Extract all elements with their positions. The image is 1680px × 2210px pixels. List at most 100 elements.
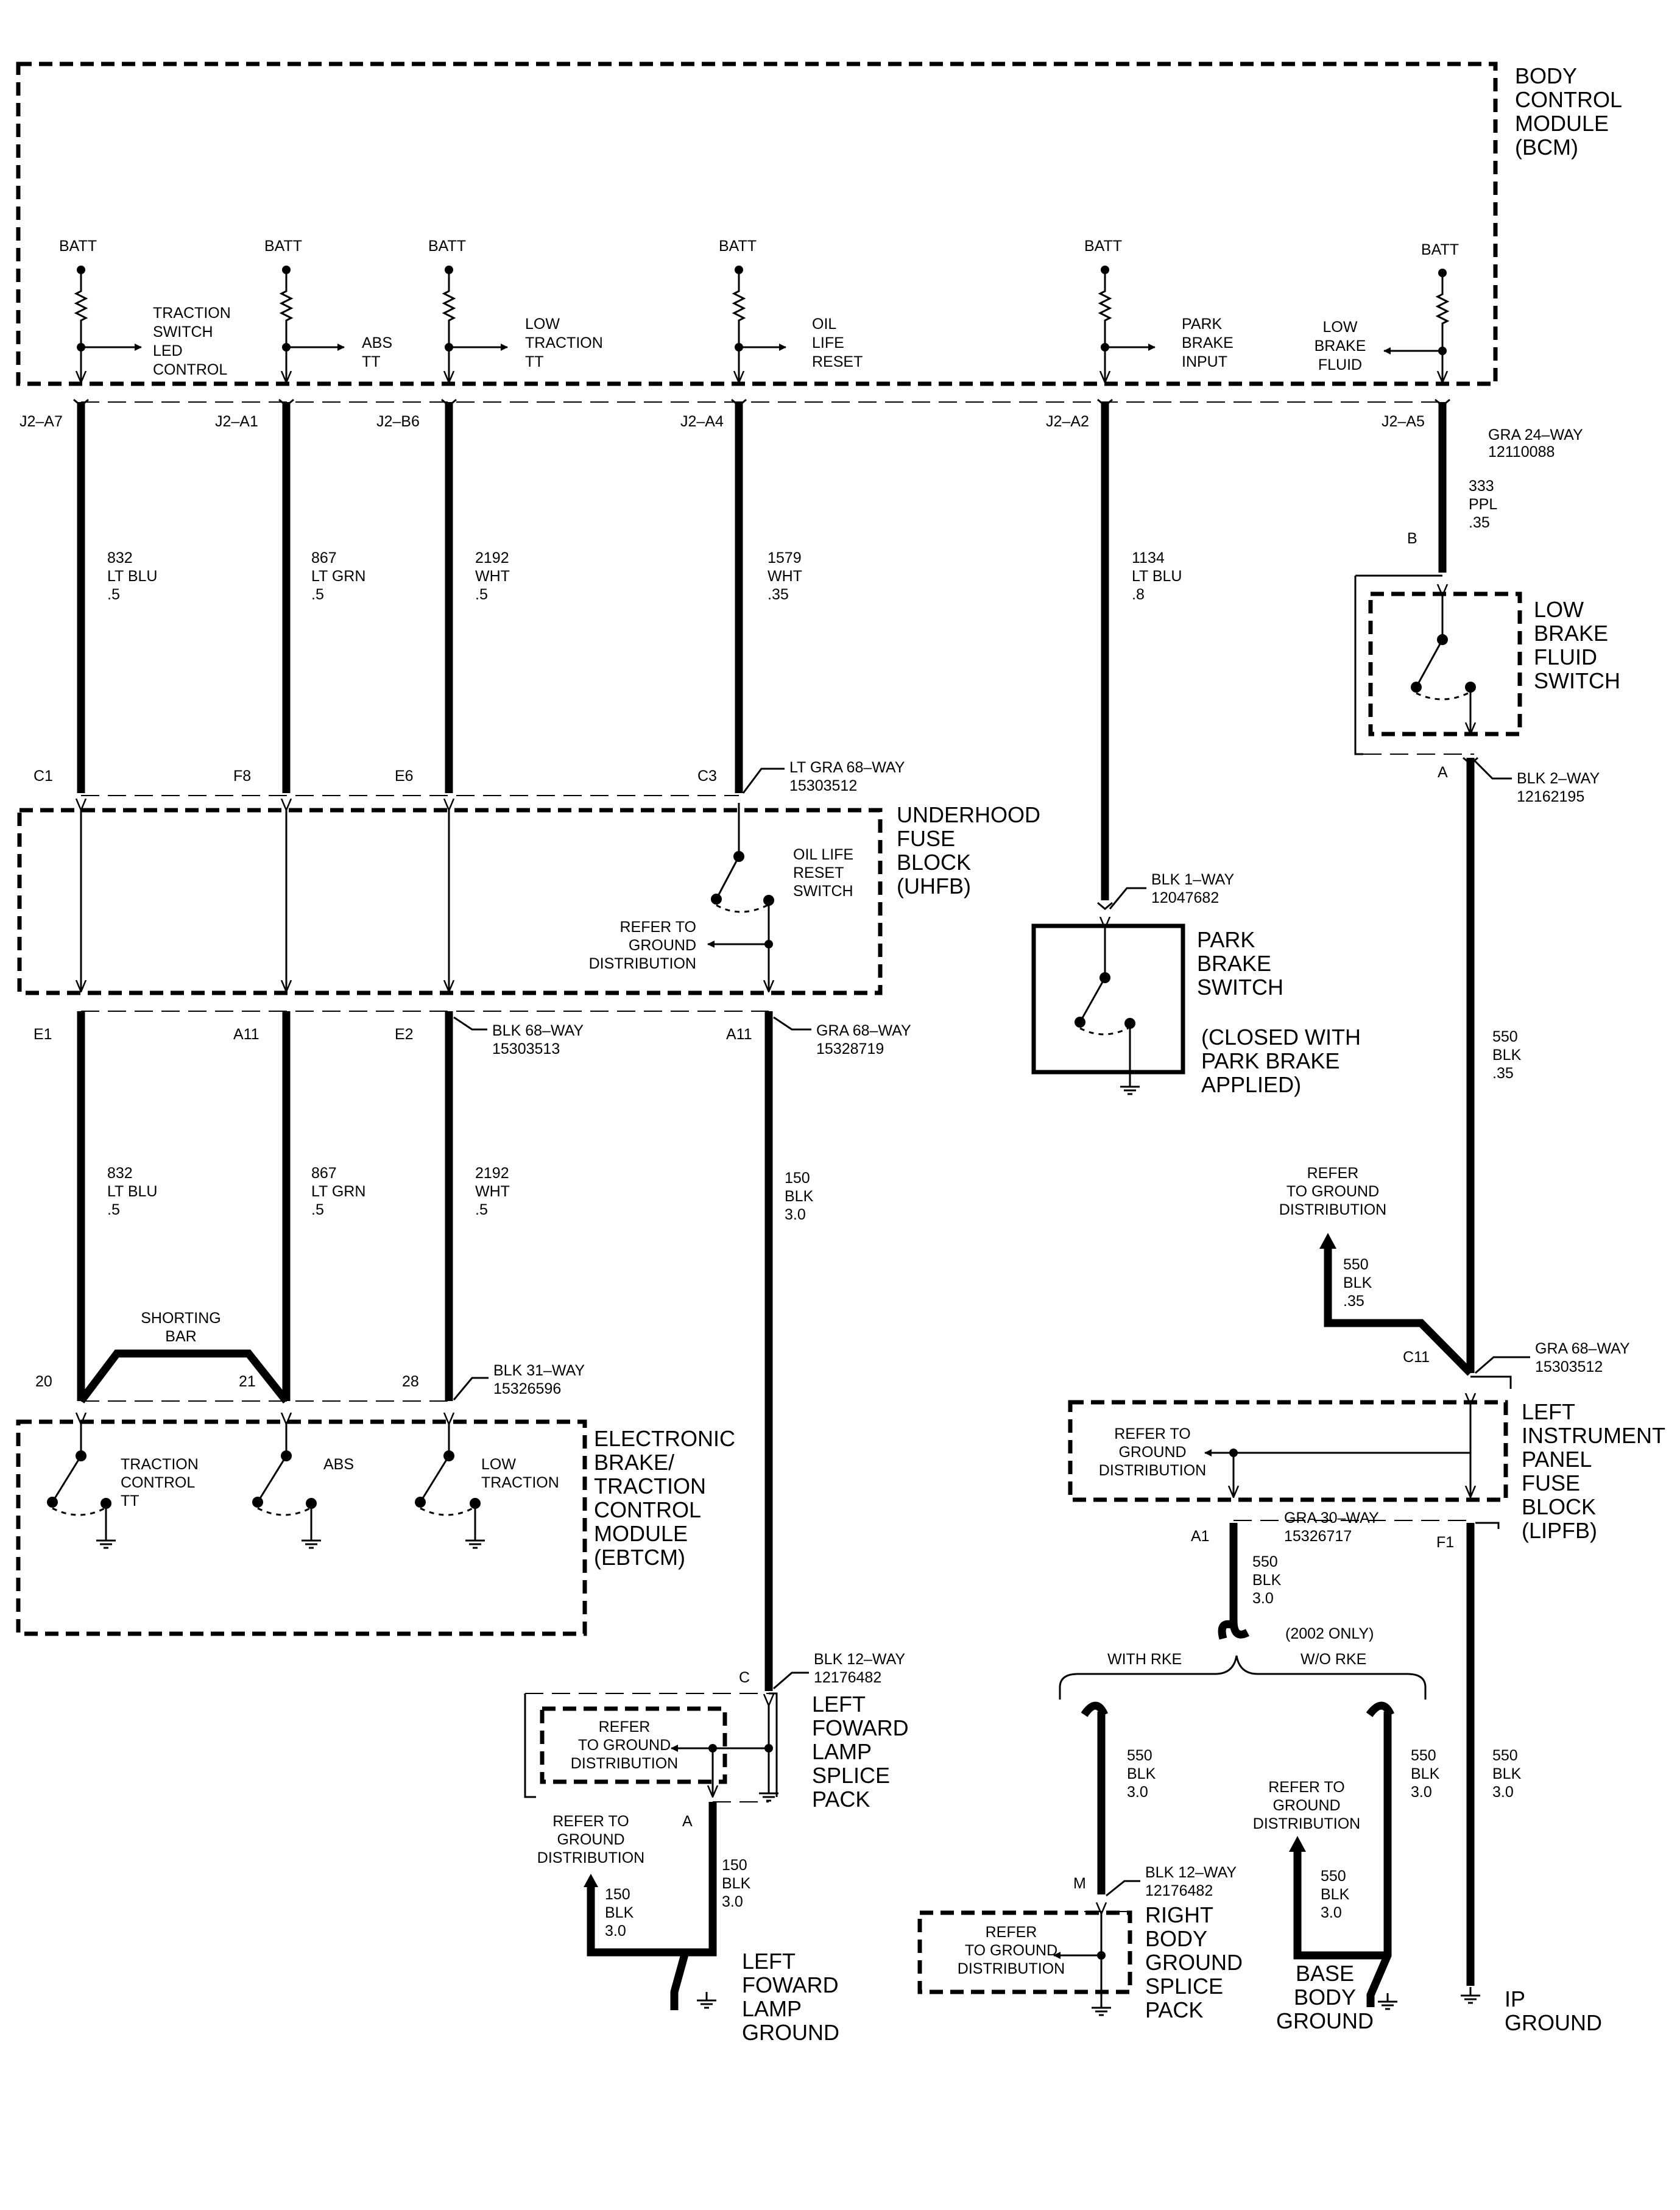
svg-text:BRAKE: BRAKE: [1315, 337, 1366, 355]
svg-text:SWITCH: SWITCH: [1197, 975, 1283, 1000]
svg-text:FLUID: FLUID: [1318, 356, 1362, 373]
svg-text:15328719: 15328719: [816, 1040, 884, 1057]
svg-text:12176482: 12176482: [1145, 1882, 1213, 1899]
wire-550-f1: 550 BLK 3.0 IP GROUND: [1459, 1523, 1602, 2035]
svg-text:GRA 24–WAY: GRA 24–WAY: [1488, 426, 1583, 443]
pin-j2-a2: J2–A2: [1046, 413, 1089, 430]
svg-text:REFER TO: REFER TO: [620, 919, 697, 936]
svg-text:TRACTION: TRACTION: [525, 334, 603, 351]
svg-text:E1: E1: [34, 1026, 52, 1043]
svg-text:3.0: 3.0: [1252, 1590, 1274, 1607]
svg-text:A1: A1: [1191, 1528, 1210, 1545]
svg-text:DISTRIBUTION: DISTRIBUTION: [1099, 1462, 1206, 1479]
svg-text:3.0: 3.0: [1127, 1784, 1148, 1801]
wire-867-lower: 867 LT GRN .5: [282, 1011, 365, 1401]
svg-text:W/O RKE: W/O RKE: [1301, 1651, 1366, 1668]
svg-text:BATT: BATT: [428, 238, 466, 255]
batt-label-1: BATT: [59, 238, 97, 255]
svg-text:WHT: WHT: [475, 568, 510, 585]
svg-text:.35: .35: [1343, 1293, 1364, 1310]
svg-text:PARK: PARK: [1197, 927, 1255, 952]
svg-text:SWITCH: SWITCH: [793, 883, 853, 900]
svg-text:MODULE: MODULE: [594, 1521, 688, 1546]
svg-text:OIL: OIL: [812, 316, 836, 333]
svg-text:.5: .5: [311, 586, 324, 603]
svg-text:550: 550: [1343, 1256, 1369, 1273]
svg-text:(UHFB): (UHFB): [897, 874, 971, 898]
svg-text:550: 550: [1492, 1747, 1518, 1764]
svg-text:BLK: BLK: [1492, 1047, 1522, 1064]
left-forward-lamp-splice-pack: C BLK 12–WAY 12176482 REFER TO GROUND DI…: [524, 1651, 909, 2045]
svg-text:333: 333: [1469, 478, 1494, 495]
svg-text:GROUND: GROUND: [1276, 2008, 1374, 2033]
svg-text:15326717: 15326717: [1284, 1528, 1352, 1545]
svg-text:BLK 68–WAY: BLK 68–WAY: [492, 1022, 584, 1039]
svg-text:ABS: ABS: [362, 334, 392, 351]
svg-text:.5: .5: [475, 1201, 488, 1218]
pin-j2-a5: J2–A5: [1382, 413, 1425, 430]
bcm-title-2: CONTROL: [1515, 87, 1622, 112]
wire-1134: 1134 LT BLU .8: [1101, 402, 1182, 900]
svg-text:ELECTRONIC: ELECTRONIC: [594, 1426, 735, 1451]
svg-text:INSTRUMENT: INSTRUMENT: [1522, 1423, 1665, 1448]
svg-text:BLK: BLK: [722, 1875, 751, 1892]
svg-text:12047682: 12047682: [1151, 889, 1219, 906]
svg-text:REFER TO: REFER TO: [1268, 1779, 1345, 1796]
svg-text:OIL LIFE: OIL LIFE: [793, 846, 853, 863]
svg-text:B: B: [1407, 530, 1417, 547]
wire-550-with-rke: 550 BLK 3.0: [1081, 1701, 1156, 1894]
svg-text:F8: F8: [233, 768, 251, 785]
svg-text:LT GRA 68–WAY: LT GRA 68–WAY: [789, 759, 905, 776]
svg-text:WHT: WHT: [768, 568, 802, 585]
svg-text:(CLOSED WITH: (CLOSED WITH: [1201, 1025, 1361, 1050]
svg-text:CONTROL: CONTROL: [594, 1497, 701, 1522]
svg-text:15326596: 15326596: [493, 1380, 561, 1397]
svg-text:GROUND: GROUND: [1118, 1444, 1186, 1461]
svg-text:BATT: BATT: [719, 238, 757, 255]
svg-text:(EBTCM): (EBTCM): [594, 1545, 685, 1570]
ebtcm-box: 20 21 28 BLK 31–WAY 15326596 ELECTRONIC …: [16, 1362, 735, 1636]
svg-text:C11: C11: [1403, 1349, 1430, 1366]
svg-text:BLK: BLK: [1343, 1274, 1372, 1291]
svg-text:TT: TT: [525, 353, 544, 370]
svg-text:.5: .5: [311, 1201, 324, 1218]
svg-text:PANEL: PANEL: [1522, 1447, 1592, 1472]
svg-text:LT BLU: LT BLU: [107, 1183, 157, 1200]
svg-text:GRA 68–WAY: GRA 68–WAY: [816, 1022, 911, 1039]
svg-text:GROUND: GROUND: [557, 1831, 624, 1848]
svg-text:LT GRN: LT GRN: [311, 1183, 365, 1200]
svg-text:TRACTION: TRACTION: [153, 305, 231, 322]
svg-text:BLK: BLK: [1321, 1886, 1350, 1903]
low-brake-fluid-switch: B LOW BRAKE FLUID SWITCH A BLK 2–WAY 121…: [1354, 530, 1620, 1373]
svg-text:IP: IP: [1505, 1986, 1525, 2011]
svg-text:BODY: BODY: [1145, 1926, 1207, 1951]
svg-text:21: 21: [239, 1373, 256, 1390]
wire-333: 333 PPL .35: [1438, 402, 1497, 573]
svg-text:BODY: BODY: [1294, 1985, 1356, 2010]
pin-j2-a7: J2–A7: [19, 413, 63, 430]
svg-text:GROUND: GROUND: [1145, 1950, 1243, 1975]
svg-text:SWITCH: SWITCH: [153, 323, 213, 341]
svg-text:TO GROUND: TO GROUND: [1286, 1183, 1379, 1200]
svg-text:PPL: PPL: [1469, 496, 1497, 513]
right-body-ground-splice-pack: M BLK 12–WAY 12176482 REFER TO GROUND DI…: [917, 1864, 1243, 2022]
svg-text:F1: F1: [1436, 1534, 1454, 1551]
svg-text:FUSE: FUSE: [897, 826, 955, 851]
wire-150-lower: 150 BLK 3.0: [764, 1011, 814, 1691]
svg-text:C1: C1: [34, 768, 53, 785]
svg-text:550: 550: [1252, 1553, 1278, 1570]
svg-text:550: 550: [1127, 1747, 1152, 1764]
svg-text:GROUND: GROUND: [629, 937, 696, 954]
svg-text:BLOCK: BLOCK: [1522, 1494, 1596, 1519]
svg-text:DISTRIBUTION: DISTRIBUTION: [571, 1755, 678, 1772]
svg-text:1134: 1134: [1132, 549, 1165, 567]
svg-text:FOWARD: FOWARD: [742, 1972, 839, 1997]
wire-2192-lower: 2192 WHT .5: [445, 1011, 510, 1401]
svg-text:A: A: [682, 1813, 693, 1830]
svg-text:LIFE: LIFE: [812, 334, 844, 351]
svg-text:SPLICE: SPLICE: [1145, 1974, 1223, 1999]
svg-text:15303512: 15303512: [789, 777, 857, 794]
svg-text:.5: .5: [107, 586, 120, 603]
svg-text:BLK 12–WAY: BLK 12–WAY: [814, 1651, 905, 1668]
svg-text:BLK 31–WAY: BLK 31–WAY: [493, 1362, 585, 1379]
